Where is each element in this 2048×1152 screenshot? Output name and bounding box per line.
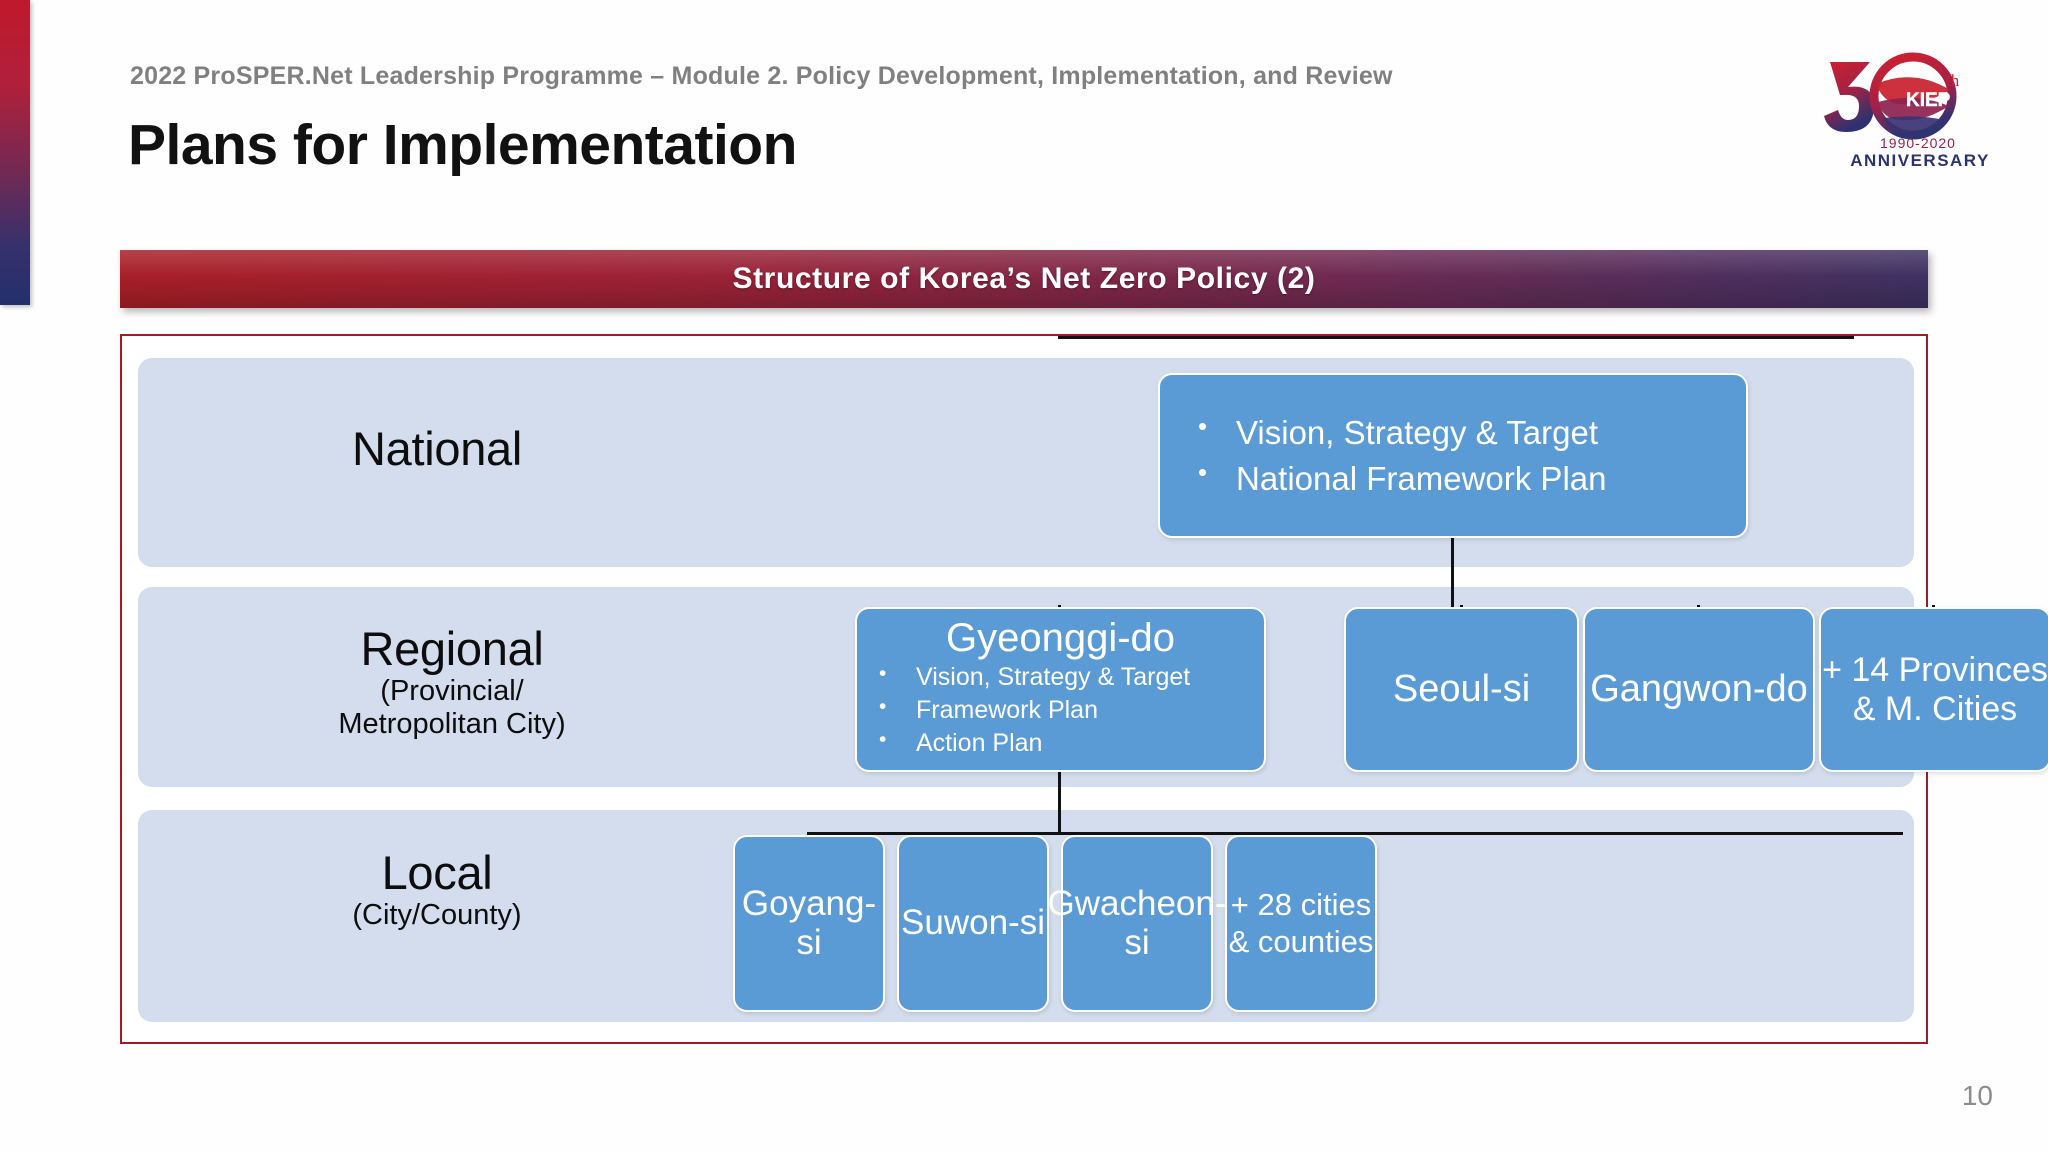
logo-superscript-th: th [1946,71,1960,90]
node-gyeonggi-do-bullet-1: Vision, Strategy & Target [871,660,1264,694]
logo-graphic: th KIEP 1990-2020 ANNIVERSARY [1824,52,1990,170]
tier-label-regional-text: Regional [360,622,544,675]
tier-label-local-sub: (City/County) [352,898,522,931]
node-national-bullet-1: Vision, Strategy & Target [1188,409,1746,456]
tier-label-regional-sub-line1: (Provincial/ [380,674,524,707]
node-national-bullet-2: National Framework Plan [1188,455,1746,502]
node-plus-14-provinces[interactable]: + 14 Provinces & M. Cities [1819,607,2048,772]
tier-label-local: Local (City/County) [262,848,612,931]
kiep-anniversary-logo: th KIEP 1990-2020 ANNIVERSARY [1818,40,2018,170]
page-number: 10 [1961,1080,1993,1111]
node-gyeonggi-do-title: Gyeonggi-do [945,615,1176,660]
node-goyang-si-label: Goyang-si [741,884,877,962]
node-national[interactable]: Vision, Strategy & Target National Frame… [1158,373,1748,538]
node-gyeonggi-do-bullet-3: Action Plan [871,726,1264,760]
node-gangwon-do-label: Gangwon-do [1590,668,1808,711]
tier-label-regional-sub-line2: Metropolitan City) [338,707,566,740]
diagram-canvas: National Regional (Provincial/ Metropoli… [122,336,2048,1042]
node-suwon-si[interactable]: Suwon-si [897,835,1049,1012]
section-banner-title: Structure of Korea’s Net Zero Policy (2) [732,262,1316,295]
node-seoul-si[interactable]: Seoul-si [1344,607,1579,772]
node-plus-14-provinces-label: + 14 Provinces & M. Cities [1822,651,2048,728]
node-plus-28-cities[interactable]: + 28 cities & counties [1225,835,1377,1012]
section-banner: Structure of Korea’s Net Zero Policy (2) [120,250,1928,308]
node-suwon-si-label: Suwon-si [901,903,1045,943]
logo-anniversary-text: ANNIVERSARY [1850,151,1990,170]
node-gwacheon-si[interactable]: Gwacheon-si [1048,835,1227,1012]
page-title: Plans for Implementation [128,113,797,177]
node-gyeonggi-do[interactable]: Gyeonggi-do Vision, Strategy & Target Fr… [855,607,1266,772]
connector-regional-bus [1058,336,1854,339]
tier-label-national-text: National [351,422,523,475]
connector-local-bus [807,832,1903,835]
logo-brand-text: KIEP [1906,90,1951,111]
node-gangwon-do[interactable]: Gangwon-do [1583,607,1815,772]
diagram-frame: National Regional (Provincial/ Metropoli… [120,334,2048,1044]
node-gwacheon-si-label: Gwacheon-si [1047,884,1227,962]
tier-label-local-text: Local [381,846,493,899]
tier-label-regional: Regional (Provincial/ Metropolitan City) [262,624,642,739]
node-gyeonggi-do-bullet-2: Framework Plan [871,693,1264,727]
node-plus-28-cities-label: + 28 cities & counties [1228,886,1374,959]
node-seoul-si-label: Seoul-si [1392,668,1531,710]
node-gyeonggi-do-bullets: Vision, Strategy & Target Framework Plan… [857,660,1264,761]
node-national-bullets: Vision, Strategy & Target National Frame… [1170,409,1746,502]
connector-gyeonggi-stem [1058,772,1061,834]
logo-years-text: 1990-2020 [1880,135,1956,151]
slide-kicker: 2022 ProSPER.Net Leadership Programme – … [130,62,1393,90]
connector-national-stem [1451,538,1454,607]
left-accent-bar [0,0,30,305]
node-goyang-si[interactable]: Goyang-si [733,835,885,1012]
tier-label-national: National [262,424,612,474]
